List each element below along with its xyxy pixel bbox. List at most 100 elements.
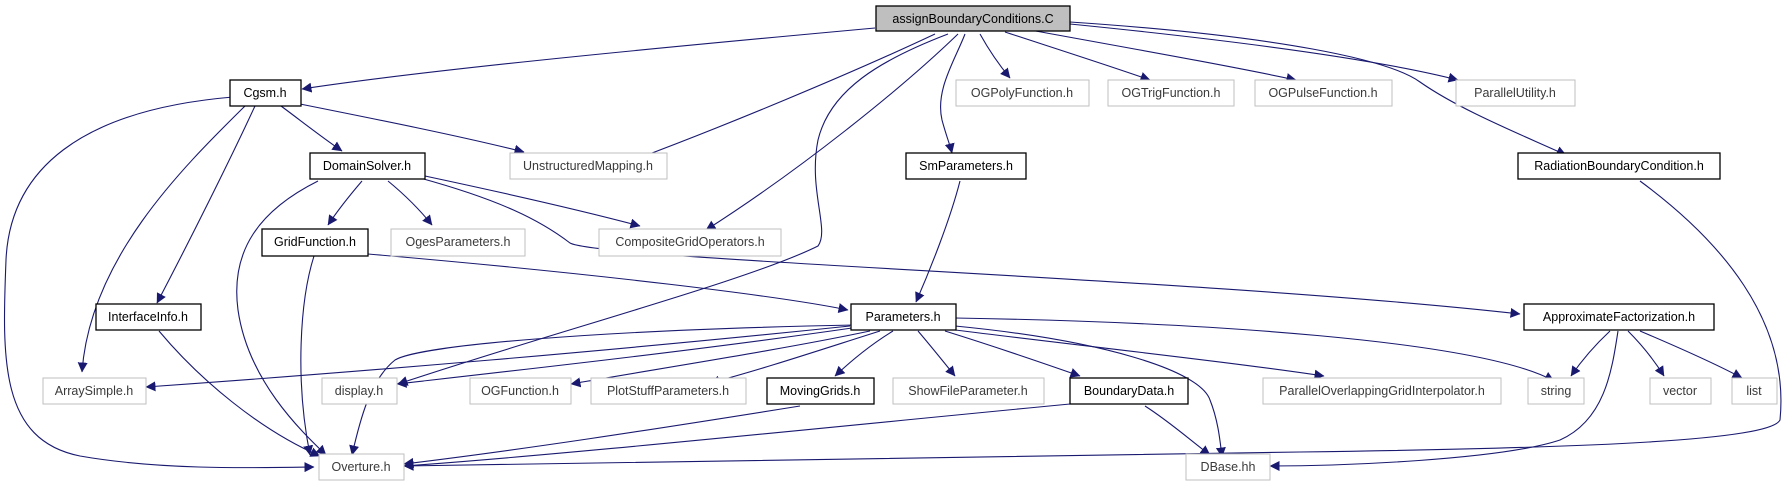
- node-label: SmParameters.h: [919, 159, 1013, 173]
- edge-assign-parallelutility: [1069, 23, 1459, 83]
- edge-cgsm-overture: [3, 96, 315, 473]
- edge-assign-ogtrig: [1004, 31, 1151, 82]
- node-paralleloverlappinggridinterpolator: ParallelOverlappingGridInterpolator.h: [1262, 377, 1502, 405]
- node-label: OgesParameters.h: [406, 235, 511, 249]
- edge-smparameters-parameters: [915, 180, 961, 303]
- node-label: PlotStuffParameters.h: [607, 384, 729, 398]
- node-ogtrigfunction: OGTrigFunction.h: [1107, 79, 1235, 107]
- node-label: BoundaryData.h: [1084, 384, 1174, 398]
- edge-gridfunction-overture: [300, 255, 315, 456]
- node-label: OGPulseFunction.h: [1268, 86, 1377, 100]
- node-label: Cgsm.h: [243, 86, 286, 100]
- edge-moving-overture: [403, 405, 801, 468]
- node-unstructuredmapping: UnstructuredMapping.h: [509, 152, 668, 180]
- edge-domainsolver-approx: [419, 177, 1521, 318]
- node-label: GridFunction.h: [274, 235, 356, 249]
- node-radiationboundarycondition[interactable]: RadiationBoundaryCondition.h: [1517, 152, 1721, 180]
- node-label: ParallelOverlappingGridInterpolator.h: [1279, 384, 1485, 398]
- node-label: OGPolyFunction.h: [971, 86, 1073, 100]
- dependency-edges: [3, 21, 1782, 473]
- node-plotstuffparameters: PlotStuffParameters.h: [590, 377, 747, 405]
- node-ogfunction: OGFunction.h: [469, 377, 572, 405]
- edge-parameters-boundarydata: [944, 330, 1081, 378]
- node-label: ParallelUtility.h: [1474, 86, 1556, 100]
- node-gridfunction[interactable]: GridFunction.h: [261, 228, 369, 257]
- node-label: OGTrigFunction.h: [1122, 86, 1221, 100]
- node-label: vector: [1663, 384, 1697, 398]
- edge-cgsm-unstructured: [299, 103, 525, 155]
- node-label: InterfaceInfo.h: [108, 310, 188, 324]
- edge-approx-vector: [1627, 330, 1665, 377]
- edge-parameters-arraysimple: [145, 325, 851, 392]
- node-label: ShowFileParameter.h: [908, 384, 1028, 398]
- node-boundarydata[interactable]: BoundaryData.h: [1069, 377, 1189, 405]
- node-label: Parameters.h: [865, 310, 940, 324]
- node-label: display.h: [335, 384, 383, 398]
- node-smparameters[interactable]: SmParameters.h: [905, 152, 1027, 180]
- node-ogesparameters: OgesParameters.h: [390, 228, 526, 257]
- node-label: OGFunction.h: [481, 384, 559, 398]
- node-movinggrids[interactable]: MovingGrids.h: [766, 377, 875, 405]
- edge-assign-smparameters: [940, 33, 966, 154]
- node-assignboundaryconditions: assignBoundaryConditions.C: [875, 5, 1071, 32]
- edge-domainsolver-gridfunction: [327, 180, 363, 226]
- node-label: assignBoundaryConditions.C: [892, 12, 1053, 26]
- node-approximatefactorization[interactable]: ApproximateFactorization.h: [1523, 303, 1715, 331]
- node-dbase: DBase.hh: [1185, 453, 1271, 481]
- edge-radiation-overture: [403, 180, 1782, 471]
- edge-cgsm-domainsolver: [280, 105, 343, 152]
- node-label: MovingGrids.h: [780, 384, 861, 398]
- node-list: list: [1731, 377, 1778, 405]
- node-label: Overture.h: [331, 460, 390, 474]
- edge-assign-ogpulse: [1029, 29, 1297, 83]
- node-label: CompositeGridOperators.h: [615, 235, 764, 249]
- edge-approx-string: [1570, 330, 1611, 377]
- node-parallelutility: ParallelUtility.h: [1455, 79, 1576, 107]
- edge-domainsolver-overture: [236, 180, 327, 456]
- node-parameters[interactable]: Parameters.h: [850, 303, 957, 331]
- edge-assign-ogpoly: [979, 33, 1011, 79]
- node-vector: vector: [1649, 377, 1712, 405]
- edge-parameters-display: [396, 327, 853, 388]
- edge-cgsm-arraysimple: [77, 105, 246, 373]
- edge-assign-display: [397, 33, 949, 386]
- edge-approx-dbase: [1269, 330, 1619, 471]
- edge-parameters-plotstuff: [709, 330, 881, 386]
- node-label: DBase.hh: [1201, 460, 1256, 474]
- edge-assign-unstructured: [627, 33, 936, 164]
- node-label: DomainSolver.h: [323, 159, 411, 173]
- node-overture: Overture.h: [318, 453, 405, 481]
- node-cgsm[interactable]: Cgsm.h: [229, 79, 302, 107]
- node-label: RadiationBoundaryCondition.h: [1534, 159, 1704, 173]
- edge-interfaceinfo-overture: [158, 330, 321, 457]
- edge-boundarydata-dbase: [1144, 405, 1211, 456]
- node-label: ArraySimple.h: [55, 384, 134, 398]
- edge-parameters-overture: [349, 324, 856, 456]
- node-label: UnstructuredMapping.h: [523, 159, 653, 173]
- edge-approx-list: [1639, 330, 1743, 379]
- edge-parameters-parovg: [954, 329, 1325, 380]
- node-label: string: [1541, 384, 1572, 398]
- node-showfileparameter: ShowFileParameter.h: [892, 377, 1045, 405]
- node-display: display.h: [321, 377, 398, 405]
- node-string: string: [1527, 377, 1585, 405]
- node-domainsolver[interactable]: DomainSolver.h: [309, 152, 426, 180]
- edge-cgsm-interfaceinfo: [156, 105, 256, 304]
- edge-parameters-dbase: [954, 325, 1226, 458]
- node-arraysimple: ArraySimple.h: [42, 377, 147, 405]
- edge-domainsolver-oges: [387, 180, 433, 226]
- edge-gridfunction-parameters: [367, 253, 849, 313]
- node-ogpulsefunction: OGPulseFunction.h: [1254, 79, 1393, 107]
- node-interfaceinfo[interactable]: InterfaceInfo.h: [95, 303, 202, 331]
- node-label: list: [1746, 384, 1762, 398]
- edge-domainsolver-compositegrid: [424, 175, 641, 229]
- node-ogpolyfunction: OGPolyFunction.h: [955, 79, 1090, 107]
- edge-parameters-string: [954, 317, 1555, 382]
- edge-assign-compositegrid: [705, 33, 959, 231]
- node-compositegridoperators: CompositeGridOperators.h: [598, 228, 782, 257]
- edge-assign-cgsm: [301, 27, 876, 93]
- edge-boundarydata-overture: [403, 403, 1071, 471]
- edge-parameters-moving: [834, 330, 894, 377]
- edge-parameters-showfile: [917, 330, 956, 377]
